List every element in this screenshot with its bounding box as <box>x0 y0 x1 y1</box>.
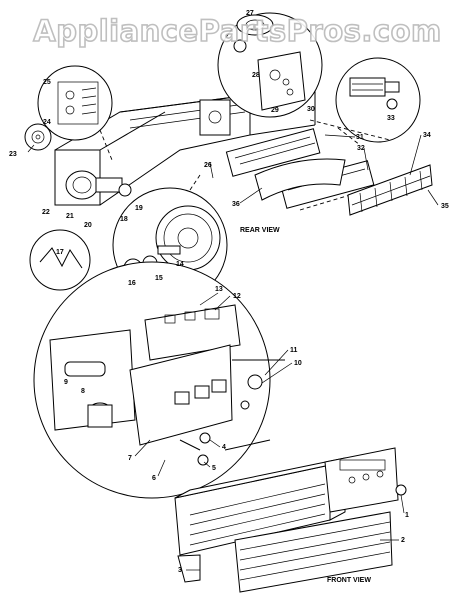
callout-7: 7 <box>128 455 132 462</box>
callout-23: 23 <box>9 151 17 158</box>
callout-18: 18 <box>120 216 128 223</box>
callout-labels: 1 2 3 4 5 6 7 8 9 10 11 12 13 14 15 16 1… <box>9 10 449 584</box>
callout-35: 35 <box>441 203 449 210</box>
callout-15: 15 <box>155 275 163 282</box>
callout-36: 36 <box>232 201 240 208</box>
callout-8: 8 <box>81 388 85 395</box>
rear-view-label: REAR VIEW <box>240 227 280 234</box>
callout-24: 24 <box>43 119 51 126</box>
detail-circle-controls <box>37 65 113 161</box>
callout-14: 14 <box>176 261 184 268</box>
wiring-harness <box>179 432 211 466</box>
callout-22: 22 <box>42 209 50 216</box>
callout-5: 5 <box>212 465 216 472</box>
callout-34: 34 <box>423 132 431 139</box>
callout-30: 30 <box>307 106 315 113</box>
front-view-label: FRONT VIEW <box>327 577 371 584</box>
blower-wheels <box>225 119 401 211</box>
callout-32: 32 <box>357 145 365 152</box>
callout-28: 28 <box>252 72 260 79</box>
callout-12: 12 <box>233 293 241 300</box>
callout-11: 11 <box>290 347 298 354</box>
callout-9: 9 <box>64 379 68 386</box>
front-chassis <box>174 447 399 583</box>
leader-lines <box>27 134 439 571</box>
callout-1: 1 <box>405 512 409 519</box>
callout-10: 10 <box>294 360 302 367</box>
callout-16: 16 <box>128 280 136 287</box>
callout-31: 31 <box>356 134 364 141</box>
rear-coil <box>347 164 433 216</box>
callout-3: 3 <box>178 567 182 574</box>
callout-33: 33 <box>387 115 395 122</box>
callout-25: 25 <box>43 79 51 86</box>
callout-4: 4 <box>222 444 226 451</box>
detail-circle-bearing <box>217 12 323 118</box>
front-grille <box>234 511 393 593</box>
fan-motor <box>65 170 132 200</box>
callout-26: 26 <box>204 162 212 169</box>
callout-2: 2 <box>401 537 405 544</box>
callout-29: 29 <box>271 107 279 114</box>
callout-17: 17 <box>56 249 64 256</box>
fitting-23 <box>24 123 52 151</box>
callout-13: 13 <box>215 286 223 293</box>
callout-27: 27 <box>246 10 254 17</box>
knob-1 <box>395 484 407 496</box>
detail-circle-shaft <box>335 57 421 146</box>
callout-19: 19 <box>135 205 143 212</box>
spring-clip <box>29 229 91 291</box>
callout-21: 21 <box>66 213 74 220</box>
callout-6: 6 <box>152 475 156 482</box>
callout-20: 20 <box>84 222 92 229</box>
detail-circle-control-box <box>33 261 285 499</box>
